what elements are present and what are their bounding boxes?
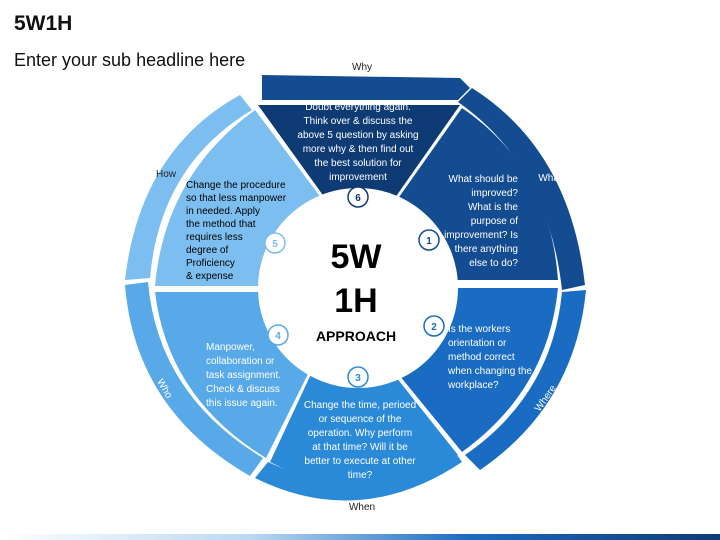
segment-3-line: at that time? Will it be <box>312 442 408 453</box>
segment-3-line: time? <box>348 470 373 481</box>
segment-when <box>270 372 458 485</box>
segment-1-text: What should be improved? What is the pur… <box>444 174 518 269</box>
segment-1-line: purpose of <box>471 216 518 227</box>
segment-1-line: improvement? Is <box>444 230 518 241</box>
number-badge-6: 6 <box>347 186 369 208</box>
segment-6-line: improvement <box>329 172 387 183</box>
segment-5-line: & expense <box>186 271 234 282</box>
segment-5-line: the method that <box>186 219 256 230</box>
number-5: 5 <box>272 239 278 250</box>
segment-5-line: requires less <box>186 232 243 243</box>
center-circle <box>258 188 458 388</box>
center-approach: APPROACH <box>316 328 396 344</box>
number-4: 4 <box>275 331 281 342</box>
segment-6-text: Doubt everything again. Think over & dis… <box>297 102 418 183</box>
ring-segment-what <box>458 88 585 290</box>
segment-6-line: above 5 question by asking <box>297 130 418 141</box>
segment-4-line: Check & discuss <box>206 384 280 395</box>
number-badge-3: 3 <box>347 366 369 388</box>
center-5w: 5W <box>331 238 383 276</box>
segment-3-line: or sequence of the <box>319 414 402 425</box>
segment-1-line: else to do? <box>469 258 518 269</box>
number-badge-5: 5 <box>264 232 286 254</box>
segment-4-line: this issue again. <box>206 398 278 409</box>
segment-6-line: more why & then find out <box>303 144 414 155</box>
segment-3-line: operation. Why perform <box>308 428 413 439</box>
ring-segment-where <box>465 290 586 470</box>
ring-segment-why <box>262 75 470 100</box>
segment-5-text: Change the procedure so that less manpow… <box>186 180 287 282</box>
ring-segment-when <box>255 452 462 501</box>
ring-label-when: When <box>349 502 375 513</box>
page-subtitle: Enter your sub headline here <box>14 50 246 70</box>
number-badge-4: 4 <box>267 324 289 346</box>
segment-1-line: there anything <box>455 244 518 255</box>
segment-1-line: What should be <box>449 174 519 185</box>
number-1: 1 <box>426 236 432 247</box>
number-3: 3 <box>355 373 361 384</box>
center-1h: 1H <box>334 282 377 320</box>
segment-5-line: degree of <box>186 245 228 256</box>
segment-5-line: Change the procedure <box>186 180 286 191</box>
page-title: 5W1H <box>14 12 73 35</box>
segment-why <box>258 105 460 205</box>
segment-3-text: Change the time, perioed or sequence of … <box>304 400 416 481</box>
segment-2-line: method correct <box>448 352 515 363</box>
segment-5-line: in needed. Apply <box>186 206 260 217</box>
segment-2-line: when changing the <box>447 366 532 377</box>
number-2: 2 <box>431 322 437 333</box>
segment-5-line: Proficiency <box>186 258 235 269</box>
ring-label-what: What <box>538 173 562 184</box>
segment-4-line: Manpower, <box>206 342 255 353</box>
segment-4-line: collaboration or <box>206 356 275 367</box>
segment-6-line: the best solution for <box>314 158 402 169</box>
ring-label-how: How <box>156 169 177 180</box>
segment-4-text: Manpower, collaboration or task assignme… <box>206 342 281 409</box>
segment-6-line: Doubt everything again. <box>305 102 411 113</box>
segment-2-text: Is the workers orientation or method cor… <box>447 324 532 391</box>
segment-1-line: improved? <box>471 188 518 199</box>
bottom-gradient-bar <box>0 534 720 540</box>
segment-2-line: orientation or <box>448 338 507 349</box>
ring-segment-how <box>125 95 252 280</box>
segment-1-line: What is the <box>468 202 518 213</box>
segment-5-line: so that less manpower <box>186 193 287 204</box>
segment-how <box>155 110 328 286</box>
number-badge-2: 2 <box>423 315 445 337</box>
number-6: 6 <box>355 193 361 204</box>
segment-6-line: Think over & discuss the <box>304 116 413 127</box>
segment-3-line: better to execute at other <box>304 456 416 467</box>
segment-4-line: task assignment. <box>206 370 281 381</box>
segment-2-line: Is the workers <box>448 324 510 335</box>
ring-label-why: Why <box>352 62 372 73</box>
segment-2-line: workplace? <box>447 380 499 391</box>
ring-segment-who <box>125 282 263 476</box>
segment-3-line: Change the time, perioed <box>304 400 416 411</box>
number-badge-1: 1 <box>418 229 440 251</box>
